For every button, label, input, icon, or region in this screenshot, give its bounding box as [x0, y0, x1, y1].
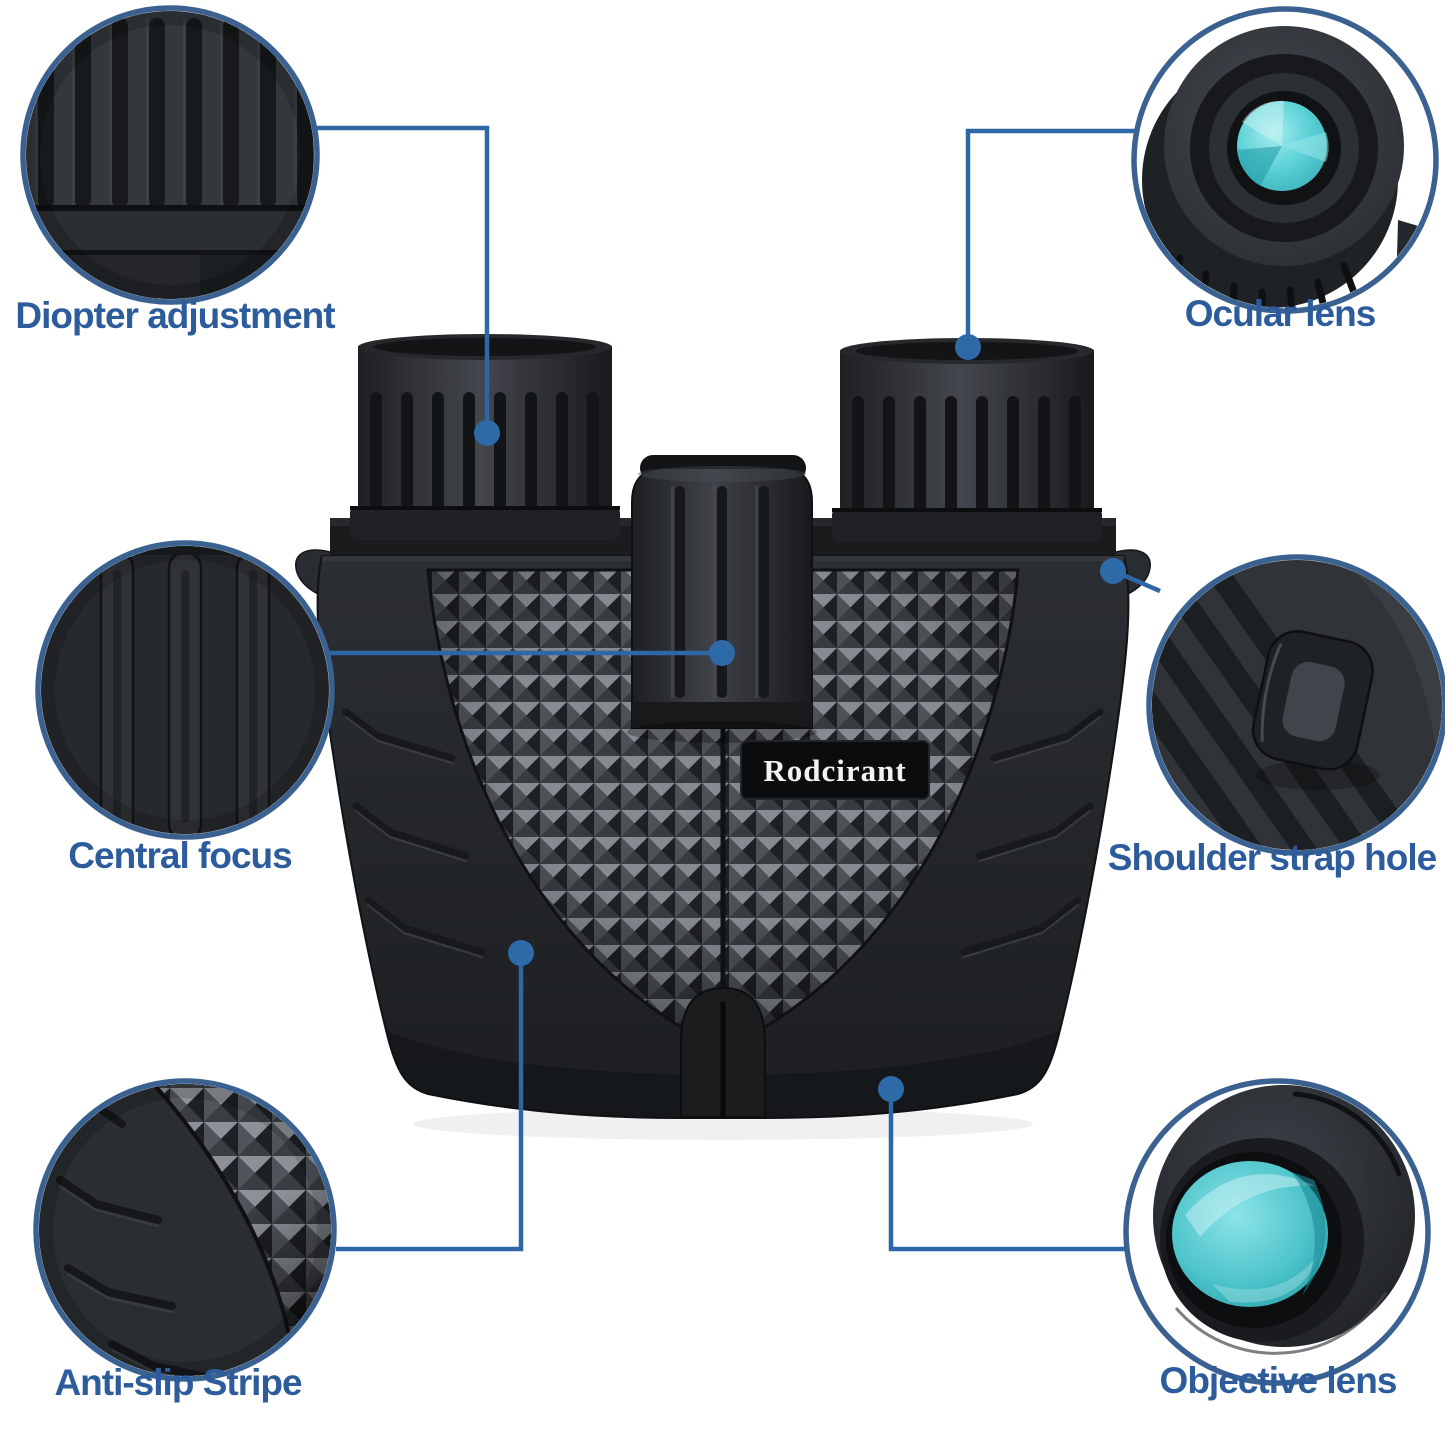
connector-lines — [302, 125, 1161, 1252]
connector-anti-slip — [336, 958, 524, 1252]
anchor-dot-anti-slip — [508, 940, 534, 966]
brand-text: Rodcirant — [763, 753, 906, 788]
callout-circle-central-focus — [35, 540, 335, 840]
anchor-dots — [474, 334, 1126, 1102]
anchor-dot-ocular — [955, 334, 981, 360]
anti-slip-grooves-right — [960, 708, 1104, 956]
central-focus-magnifier-ring — [35, 540, 335, 840]
callout-circle-objective — [1123, 1078, 1431, 1386]
label-objective-lens: Objective lens — [1159, 1360, 1398, 1401]
brand-plate: Rodcirant — [740, 740, 930, 800]
objective-magnifier-ring — [1123, 1078, 1431, 1386]
anchor-dot-central-focus — [709, 640, 735, 666]
binoculars-body: Rodcirant — [295, 334, 1151, 1140]
central-focus-knob — [627, 455, 817, 743]
grip-texture-panel — [426, 568, 1020, 1052]
anchor-dot-strap-hole — [1100, 558, 1126, 584]
strap-loop — [1251, 630, 1374, 771]
callout-circle-ocular — [1131, 6, 1439, 314]
callout-circle-strap-hole — [1146, 554, 1445, 856]
anti-slip-magnifier-ring — [33, 1078, 337, 1382]
right-eyepiece-barrel — [832, 338, 1102, 542]
label-anti-slip-stripe: Anti-slip Stripe — [54, 1362, 302, 1403]
label-shoulder-strap-hole: Shoulder strap hole — [1107, 837, 1437, 878]
connector-objective — [888, 1095, 1125, 1252]
anchor-dot-objective — [878, 1076, 904, 1102]
anchor-dot-diopter — [474, 420, 500, 446]
label-diopter-adjustment: Diopter adjustment — [15, 295, 335, 336]
hinge-arch — [680, 986, 766, 1118]
connector-ocular — [965, 128, 1140, 340]
label-central-focus: Central focus — [68, 835, 292, 876]
ocular-magnifier-ring — [1131, 6, 1439, 314]
anti-slip-grooves-left — [342, 708, 486, 956]
diopter-magnifier-ring — [20, 5, 320, 305]
label-ocular-lens: Ocular lens — [1184, 293, 1377, 334]
callout-circle-anti-slip — [33, 1078, 337, 1382]
ground-shadow — [413, 1108, 1033, 1140]
connector-diopter — [313, 125, 490, 428]
strap-hole-magnifier-ring — [1146, 554, 1445, 856]
